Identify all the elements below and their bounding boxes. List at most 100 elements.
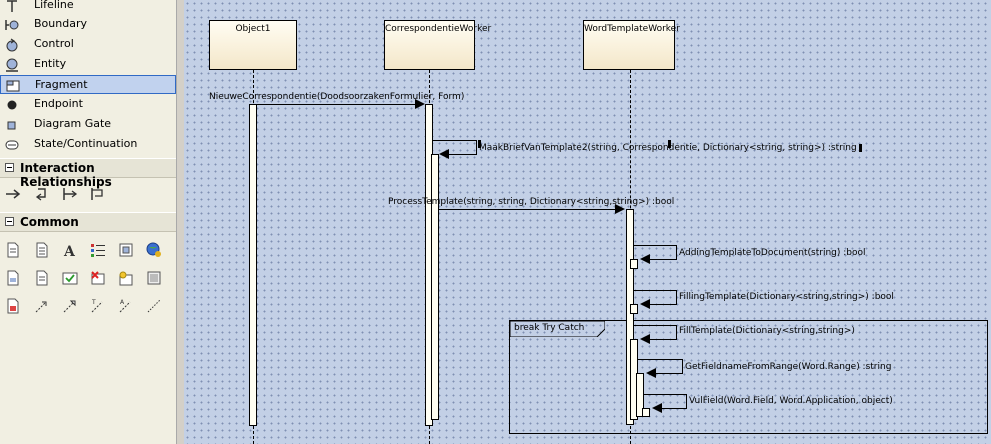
object-box-object1[interactable]: Object1 [209,20,297,70]
message-line[interactable] [676,325,677,339]
message-line[interactable] [257,104,416,105]
artifact-icon[interactable] [5,270,21,286]
requirement-icon[interactable] [118,242,134,258]
message-label[interactable]: MaakBriefVanTemplate2(string, Correspond… [479,143,857,153]
trace-icon[interactable]: T [90,298,106,314]
globe-icon[interactable] [146,242,162,258]
call-icon[interactable] [62,186,78,202]
selection-handle[interactable] [478,140,481,148]
message-line[interactable] [676,290,677,304]
note-icon[interactable] [5,242,21,258]
section-title: Common [20,215,79,229]
toolbox-item-label: State/Continuation [34,137,138,150]
diagram-canvas[interactable] [184,0,991,444]
object-box-correspondentieworker[interactable]: CorrespondentieWorker [384,20,492,70]
selection-handle[interactable] [668,140,671,148]
activation-bar[interactable] [249,104,257,426]
activation-bar[interactable] [630,259,638,269]
control-icon [6,38,18,52]
arrow-head-icon [640,299,650,309]
splitter[interactable] [177,0,184,444]
toolbox-item-entity[interactable]: Entity [0,55,176,74]
message-label[interactable]: ProcessTemplate(string, string, Dictiona… [388,197,675,207]
object-name: WordTemplateWorker [584,24,680,34]
object-name: Object1 [235,24,271,34]
message-line[interactable] [676,245,677,259]
notelink-icon[interactable] [146,298,162,314]
message-label[interactable]: AddingTemplateToDocument(string) :bool [679,248,866,258]
message-label[interactable]: GetFieldnameFromRange(Word.Range) :strin… [685,362,892,372]
selection-handle[interactable] [859,144,862,152]
message-line[interactable] [662,408,687,409]
message-line[interactable] [476,140,477,154]
recursion-icon[interactable] [90,186,106,202]
endpoint-icon [7,100,17,110]
collapse-icon[interactable] [5,163,14,172]
list-icon[interactable] [90,242,106,258]
change-icon[interactable] [62,270,78,286]
diagram-gate-icon [7,121,16,130]
package-icon[interactable] [118,270,134,286]
image-icon[interactable] [90,270,106,286]
self-message-icon[interactable] [34,186,50,202]
toolbox-item-fragment[interactable]: Fragment [0,75,176,94]
message-line[interactable] [650,259,677,260]
issue-icon[interactable] [34,270,50,286]
message-line[interactable] [638,359,682,360]
message-label[interactable]: VulField(Word.Field, Word.Application, o… [689,396,893,406]
toolbox-item-diagram-gate[interactable]: Diagram Gate [0,115,176,134]
message-icon[interactable] [5,186,21,202]
activation-bar[interactable] [431,154,439,420]
object-name: CorrespondentieWorker [385,24,492,34]
element-icon[interactable] [5,298,21,314]
state-continuation-icon [5,140,19,150]
document-icon[interactable] [34,242,50,258]
text-icon[interactable]: A [62,242,78,258]
collapse-icon[interactable] [5,217,14,226]
svg-text:T: T [91,299,96,306]
toolbox-item-label: Fragment [35,78,88,91]
message-line[interactable] [449,154,477,155]
toolbox-item-state-continuation[interactable]: State/Continuation [0,135,176,154]
message-line[interactable] [634,245,676,246]
abstraction-icon[interactable]: A [118,298,134,314]
message-line[interactable] [686,394,687,408]
message-line[interactable] [439,209,616,210]
toolbox-item-boundary[interactable]: Boundary [0,15,176,34]
toolbox-panel: Lifeline Boundary Control Entity Fragmen… [0,0,177,444]
message-label[interactable]: NieuweCorrespondentie(DoodsoorzakenFormu… [209,92,465,102]
message-line[interactable] [634,290,676,291]
combined-fragment[interactable]: break Try Catch [509,320,988,434]
fragment-label: break Try Catch [514,323,585,333]
message-line[interactable] [650,304,677,305]
svg-text:A: A [120,299,125,306]
toolbox-item-control[interactable]: Control [0,35,176,54]
toolbox-item-lifeline[interactable]: Lifeline [0,0,176,15]
message-line[interactable] [634,325,676,326]
message-line[interactable] [650,339,677,340]
activation-bar[interactable] [626,209,634,425]
activation-bar[interactable] [636,373,644,417]
activation-bar[interactable] [630,304,638,314]
arrow-head-icon [615,204,625,214]
entity-icon [6,58,18,72]
section-header-interaction[interactable]: Interaction Relationships [0,158,176,189]
realize-icon[interactable] [62,298,78,314]
message-line[interactable] [682,359,683,373]
arrow-head-icon [439,149,449,159]
activation-bar[interactable] [642,408,650,417]
toolbox-item-endpoint[interactable]: Endpoint [0,95,176,114]
svg-text:A: A [63,244,76,258]
boundary-box-icon[interactable] [146,270,162,286]
message-line[interactable] [656,373,683,374]
toolbox-item-label: Endpoint [34,97,83,110]
message-label[interactable]: FillTemplate(Dictionary<string,string>) [679,326,855,336]
dependency-icon[interactable] [34,298,50,314]
message-line[interactable] [644,394,686,395]
object-box-wordtemplateworker[interactable]: WordTemplateWorker [583,20,680,70]
fragment-tab [510,321,605,337]
message-label[interactable]: FillingTemplate(Dictionary<string,string… [679,292,894,302]
section-header-common[interactable]: Common [0,212,176,232]
fragment-icon [6,80,20,92]
message-line[interactable] [433,140,476,141]
